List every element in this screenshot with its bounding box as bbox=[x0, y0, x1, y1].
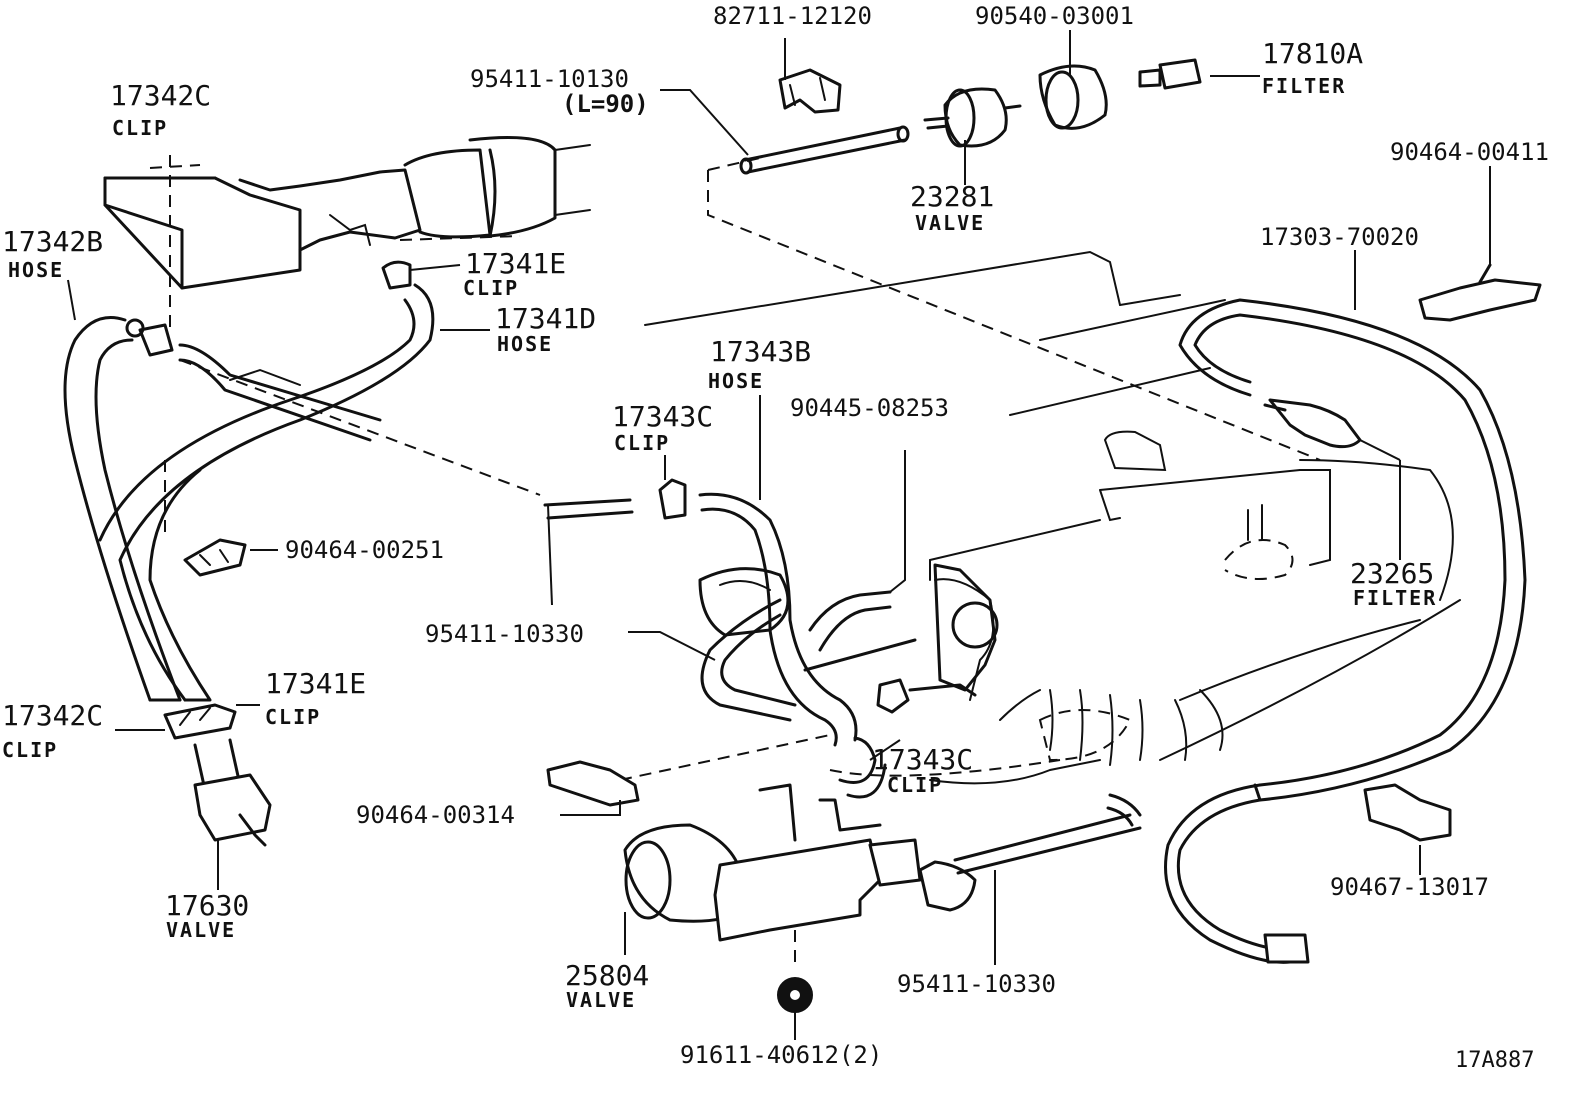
label-17341E-top-name: CLIP bbox=[463, 276, 520, 300]
air-intake-duct bbox=[103, 136, 591, 290]
valve-17630 bbox=[193, 738, 272, 847]
clip-17343C-top bbox=[658, 478, 687, 520]
clip-17341E-top bbox=[381, 260, 412, 290]
label-17343B-name: HOSE bbox=[708, 369, 765, 393]
label-17343C-bottom-name: CLIP bbox=[887, 773, 944, 797]
label-23265: 23265 bbox=[1350, 557, 1435, 590]
label-23281-name: VALVE bbox=[915, 211, 986, 235]
label-17342C-bottom: 17342C bbox=[2, 699, 104, 732]
label-91611-40612: 91611-40612(2) bbox=[680, 1041, 883, 1069]
filter-17810A bbox=[1138, 58, 1202, 90]
label-25804: 25804 bbox=[565, 959, 650, 992]
hose-17303-70020 bbox=[1164, 298, 1527, 964]
label-95411-10330-left: 95411-10330 bbox=[425, 620, 584, 648]
label-17810A: 17810A bbox=[1262, 37, 1364, 70]
label-17343C-top-name: CLIP bbox=[614, 431, 671, 455]
label-17342C-top: 17342C bbox=[110, 79, 212, 112]
clip-17341E-17342C-bottom bbox=[163, 703, 237, 740]
clip-90467-13017 bbox=[1363, 783, 1452, 842]
label-17342C-top-name: CLIP bbox=[112, 116, 169, 140]
label-17341D-name: HOSE bbox=[497, 332, 554, 356]
label-90464-00314: 90464-00314 bbox=[356, 801, 515, 829]
label-17342B: 17342B bbox=[2, 225, 104, 258]
valve-25804 bbox=[623, 783, 1142, 942]
label-17630: 17630 bbox=[165, 889, 250, 922]
clamp-90540-03001 bbox=[1038, 64, 1108, 130]
hose-17342B bbox=[63, 316, 182, 702]
clip-90464-00251 bbox=[183, 538, 247, 577]
hose-17341D bbox=[98, 283, 435, 702]
valve-23281 bbox=[923, 87, 1022, 148]
label-95411-10330-bottom: 95411-10330 bbox=[897, 970, 1056, 998]
hose-end-sleeve bbox=[1263, 933, 1310, 964]
label-23265-name: FILTER bbox=[1353, 586, 1438, 610]
diagram-code: 17A887 bbox=[1455, 1048, 1535, 1073]
clip-17342C-top bbox=[125, 318, 174, 357]
label-17342B-name: HOSE bbox=[8, 258, 65, 282]
label-17341E-bottom: 17341E bbox=[265, 667, 367, 700]
throttle-body bbox=[698, 563, 999, 692]
label-17341E-top: 17341E bbox=[465, 247, 567, 280]
leader-lines bbox=[67, 30, 1491, 1040]
clip-17343C-bottom bbox=[876, 678, 977, 714]
label-17342C-bottom-name: CLIP bbox=[2, 738, 59, 762]
label-17343C-top: 17343C bbox=[612, 400, 714, 433]
pipe-assembly bbox=[178, 343, 382, 442]
clip-90464-00411 bbox=[1418, 263, 1542, 322]
dashed-guides bbox=[149, 155, 1321, 965]
hose-to-valve bbox=[838, 736, 887, 799]
clip-82711-12120 bbox=[778, 68, 842, 114]
label-17343B: 17343B bbox=[710, 335, 812, 368]
clip-90464-00314 bbox=[546, 760, 640, 807]
label-17630-name: VALVE bbox=[166, 918, 237, 942]
pipe-95411-10130 bbox=[739, 125, 910, 175]
filter-23265 bbox=[1263, 398, 1362, 449]
label-23281: 23281 bbox=[910, 180, 995, 213]
label-17810A-name: FILTER bbox=[1262, 74, 1347, 98]
label-90464-00411: 90464-00411 bbox=[1390, 138, 1549, 166]
label-90467-13017: 90467-13017 bbox=[1330, 873, 1489, 901]
label-25804-name: VALVE bbox=[566, 988, 637, 1012]
hose-17343B bbox=[698, 492, 858, 747]
label-17303-70020: 17303-70020 bbox=[1260, 223, 1419, 251]
engine-block bbox=[644, 250, 1461, 785]
pipe-90445-08253 bbox=[543, 498, 634, 520]
label-17343C-bottom: 17343C bbox=[872, 743, 974, 776]
hose-95411-10330-left bbox=[700, 590, 917, 722]
label-90445-08253: 90445-08253 bbox=[790, 394, 949, 422]
label-17341D: 17341D bbox=[495, 302, 597, 335]
label-95411-10130: 95411-10130 bbox=[470, 65, 629, 93]
label-17341E-bottom-name: CLIP bbox=[265, 705, 322, 729]
vacuum-sensor bbox=[1224, 504, 1294, 580]
label-82711-12120: 82711-12120 bbox=[713, 2, 872, 30]
grommet-91611-40612 bbox=[777, 977, 813, 1013]
label-90540-03001: 90540-03001 bbox=[975, 2, 1134, 30]
label-95411-10130-length: (L=90) bbox=[562, 90, 649, 118]
label-90464-00251: 90464-00251 bbox=[285, 536, 444, 564]
